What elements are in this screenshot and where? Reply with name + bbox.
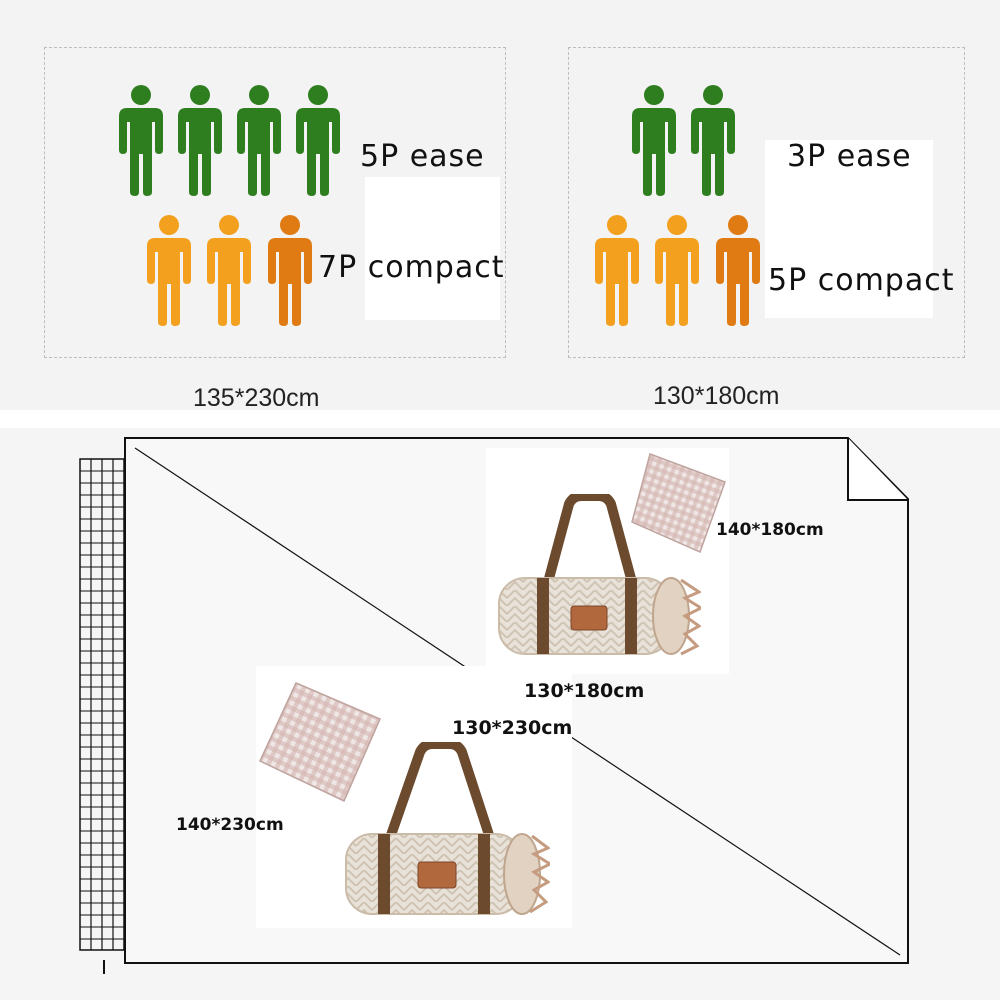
person-icon [117, 84, 165, 196]
caption-background [765, 140, 933, 318]
ease-capacity-label: 3P ease [787, 139, 912, 174]
folded-blanket [631, 453, 726, 554]
bag-size-label: 130*180cm [524, 680, 645, 702]
person-icon [205, 214, 253, 326]
ease-capacity-label: 5P ease [360, 139, 485, 174]
person-icon [653, 214, 701, 326]
folded-blanket [259, 682, 381, 803]
person-icon [294, 84, 342, 196]
person-icon [266, 214, 314, 326]
size-label: 130*180cm [653, 382, 780, 410]
person-icon [235, 84, 283, 196]
person-icon [145, 214, 193, 326]
capacity-panel-small [568, 47, 965, 358]
caption-background [365, 177, 500, 320]
diagram-size-label: 130*230cm [452, 717, 573, 739]
blanket-size-label: 140*230cm [176, 815, 284, 835]
compact-capacity-label: 7P compact [318, 250, 505, 285]
blanket-size-label: 140*180cm [716, 520, 824, 540]
person-icon [689, 84, 737, 196]
capacity-panel-large [44, 47, 506, 358]
picnic-bag [345, 742, 550, 915]
person-icon [176, 84, 224, 196]
person-icon [630, 84, 678, 196]
person-icon [593, 214, 641, 326]
compact-capacity-label: 5P compact [768, 263, 955, 298]
picnic-bag [498, 494, 701, 656]
section-divider [0, 410, 1000, 428]
person-icon [714, 214, 762, 326]
size-label: 135*230cm [193, 384, 320, 412]
